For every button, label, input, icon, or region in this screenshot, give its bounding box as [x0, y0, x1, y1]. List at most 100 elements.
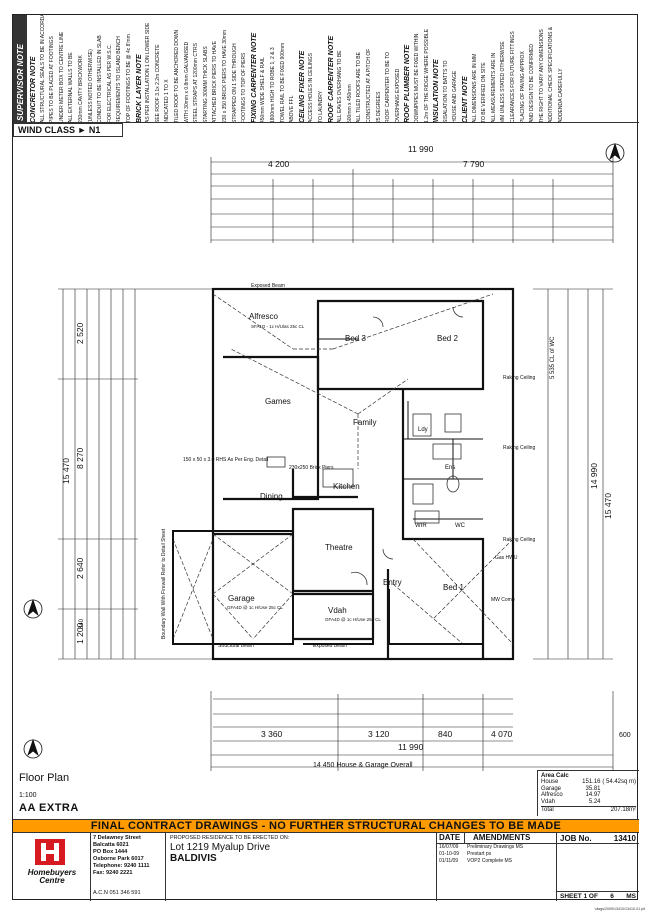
note-line: AND DESIGN TO BE CONFIRMED — [528, 15, 537, 122]
room-vdah: Vdah — [328, 606, 347, 615]
room-entry: Entry — [383, 578, 402, 587]
plan-type: AA EXTRA — [19, 802, 79, 814]
note-line: UNDER METER BOX TO CENTRE LINE — [58, 15, 67, 123]
supervisor-note-tab: SUPERVISOR NOTE — [13, 15, 27, 123]
address-line: Osborne Park 6017 — [93, 856, 144, 862]
area-row-extra — [602, 786, 636, 793]
note-line: TO LAUNDRY — [317, 15, 326, 123]
bottom-dim-2: 3 120 — [368, 729, 390, 739]
right-dim-wc: 5 535 CL of WC — [550, 336, 556, 379]
note-text: ADDENDA CAREFULLY — [558, 68, 564, 123]
amendments-header: DATE AMENDMENTS — [437, 833, 556, 844]
sheet-total: 6 — [610, 893, 614, 900]
room-ens: Ens — [445, 465, 455, 471]
note-text: SISALATION TO BATTS TO — [442, 60, 449, 123]
note-line: STEEL STRAPS AT 1200mm CTRS — [192, 15, 201, 123]
note-text: TO LAUNDRY — [318, 90, 324, 123]
note-line: FOOTINGS TO TOP OF PIERS — [240, 15, 249, 122]
note-text: ALL EAVES OVERHANG TO BE — [337, 50, 344, 123]
lot-address: Lot 1219 Myalup Drive — [170, 842, 271, 853]
address-line: PO Box 1444 — [93, 849, 128, 855]
note-text: PLACING OF PAVING APPROX — [519, 51, 526, 123]
area-row-extra — [602, 799, 636, 806]
amendment-row: 16/07/09 Preliminary Drawings MS — [437, 844, 556, 851]
job-number: 13410 — [613, 834, 636, 843]
note-line: SISALATION TO BATTS TO — [442, 15, 451, 123]
note-text: CLEARANCES FOR FUTURE FITTINGS — [510, 31, 516, 123]
note-text: ALL DIMENSIONS ARE IN MM — [471, 53, 478, 123]
note-line: ALL DIMENSIONS ARE IN MM — [471, 15, 480, 123]
amendment-date: 16/07/09 — [439, 844, 459, 850]
amendment-row: 01/11/09 VOP2 Complete MS — [437, 858, 556, 865]
note-text: HOUSE AND GARAGE — [452, 70, 459, 123]
note-text: ALL STRUCTURAL SEALS TO BE IN ACCORDANCE… — [39, 15, 46, 123]
note-heading: CEILING FIXER NOTE — [298, 15, 307, 122]
note-text: TOWEL RAIL TO BE FIXED 900mm — [279, 42, 286, 123]
room-alfresco: Alfresco — [249, 312, 278, 321]
note-text: ABOVE FFL — [289, 95, 296, 123]
note-text: 500mm x 450mm — [346, 84, 353, 123]
note-line: ALL TILED ROOFS ARE TO BE — [355, 15, 364, 122]
room-dining: Dining — [260, 492, 283, 501]
address-line: Telephone: 9240 1111 — [93, 863, 150, 869]
note-text: WITH 30mm x 0.8mm GALVANISED — [183, 41, 190, 123]
note-text: ROOF CARPENTER NOTE — [327, 35, 335, 123]
final-contract-banner: FINAL CONTRACT DRAWINGS - NO FURTHER STR… — [13, 819, 639, 833]
note-text: STARTING 300MM THICK SLABS — [202, 46, 209, 123]
area-row-name: Vdah — [541, 798, 556, 805]
note-line: STRAPPED ON 1 SIDE THROUGH — [231, 15, 240, 122]
area-row-value: 5.24 — [588, 798, 601, 805]
amendment-date: 01-10-09 — [439, 851, 460, 857]
top-dim-2: 7 790 — [463, 159, 485, 169]
note-text: STEEL STRAPS AT 1200mm CTRS — [193, 43, 200, 123]
room-garage: Garage — [228, 594, 255, 603]
note-line: ALL EAVES OVERHANG TO BE — [336, 15, 345, 123]
room-kitchen: Kitchen — [333, 482, 360, 491]
area-row-name: House — [541, 779, 559, 785]
note-line: 25 DEGREES — [375, 15, 384, 122]
address-line: Balcatta 6021 — [93, 842, 129, 848]
note-text: (UNLESS NOTED OTHERWISE) — [87, 49, 94, 123]
note-text: ACCESS HOLES IN CEILINGS — [308, 52, 315, 123]
sheet-label: SHEET 1 OF — [560, 893, 598, 900]
wind-class-label: WIND CLASS ► N1 — [13, 123, 123, 137]
callout-raking-ceiling-2: Raking Ceiling — [503, 445, 535, 451]
area-row-extra: ( 54.42sq m) — [602, 779, 636, 785]
note-line: 1800mm HIGH TO ROBE 1, 2 & 3 — [269, 15, 278, 122]
plan-scale: 1:100 — [19, 792, 37, 799]
callout-exposed-beam-top: Exposed Beam — [251, 283, 285, 289]
note-line: ALL STRUCTURAL SEALS TO BE IN ACCORDANCE… — [39, 15, 48, 123]
proposed-residence-label: PROPOSED RESIDENCE TO BE ERECTED ON: — [170, 835, 290, 841]
note-heading: CONCRETOR NOTE — [29, 15, 38, 122]
sheet-initials: MS — [626, 893, 636, 900]
note-line: TOP OF FOOTINGS TO BE @ 4c 8'mm — [125, 15, 134, 122]
note-text: ALL MEASUREMENTS ARE IN — [490, 52, 497, 123]
area-row: Vdah 5.24 — [541, 799, 636, 806]
note-line: INDICATED 1 TO X — [163, 15, 172, 122]
address-line: Fax: 9240 2221 — [93, 870, 133, 876]
amendments-title: AMENDMENTS — [473, 833, 531, 842]
right-dim-3: 15 470 — [603, 493, 613, 519]
amendment-text: VOP2 Complete MS — [467, 858, 513, 864]
room-bed1: Bed 1 — [443, 583, 464, 592]
room-wir: WIR — [415, 523, 427, 529]
room-garage-note: GFA4D @ 1c H/Use 25c CL — [227, 605, 283, 610]
note-text: UNDER METER BOX TO CENTRE LINE — [58, 31, 65, 123]
note-text: AS PER INSTALLATION 1 ON LOWER SIDE — [145, 22, 152, 123]
area-row: House 151.16 ( 54.42sq m) — [541, 779, 636, 786]
area-row: Garage 35.81 — [541, 786, 636, 793]
area-row-value: 14.97 — [585, 792, 601, 799]
job-number-row: JOB No. 13410 — [557, 833, 639, 844]
note-text: 230 x 350 BRICK PIERS TO HAVE 30mm — [222, 29, 228, 123]
area-row-name: Garage — [541, 785, 562, 792]
area-total-row: Total 207.18m² — [541, 806, 636, 814]
note-line: WITH 30mm x 0.8mm GALVANISED — [183, 15, 192, 123]
note-text: TILED ROOF TO BE ANCHORED DOWN — [174, 29, 180, 123]
left-dim-1: 2 520 — [75, 322, 85, 344]
room-games: Games — [265, 397, 291, 406]
note-text: CONDUIT TO BE INSTALLED IN SLAB — [97, 35, 104, 123]
note-line: 1.2m OF THE RIDGE WHERE POSSIBLE — [423, 15, 432, 122]
bottom-dim-4: 4 070 — [491, 729, 513, 739]
note-heading: CLIENT NOTE — [461, 15, 470, 122]
